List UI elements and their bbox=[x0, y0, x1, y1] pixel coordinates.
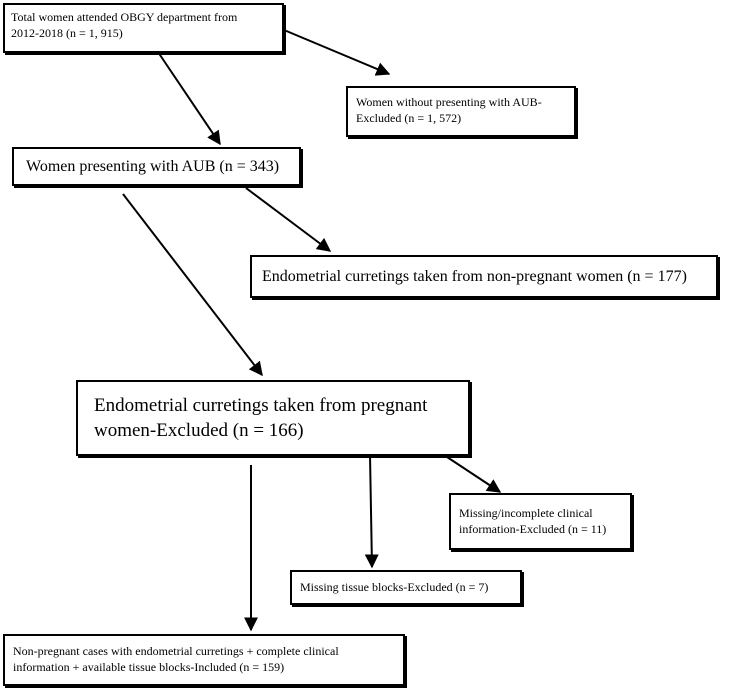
arrow-pregnant-to-missing-blocks bbox=[364, 454, 379, 569]
box-missing-tissue-blocks: Missing tissue blocks-Excluded (n = 7) bbox=[290, 570, 522, 605]
box-pregnant-curretings-excluded: Endometrial curretings taken from pregna… bbox=[76, 380, 470, 456]
arrow-aub-to-pregnant bbox=[122, 193, 263, 377]
box-included-cases: Non-pregnant cases with endometrial curr… bbox=[3, 634, 405, 686]
arrow-total-to-aub bbox=[157, 51, 221, 146]
box-women-without-aub: Women without presenting with AUB- Exclu… bbox=[346, 86, 576, 137]
box-total-women: Total women attended OBGY department fro… bbox=[3, 3, 284, 53]
box-missing-clinical-info: Missing/incomplete clinical information-… bbox=[449, 493, 632, 550]
box-women-with-aub: Women presenting with AUB (n = 343) bbox=[12, 147, 301, 186]
arrow-total-to-no-aub bbox=[283, 29, 391, 76]
arrow-aub-to-non-pregnant bbox=[245, 187, 332, 252]
arrow-pregnant-to-missing-clinical bbox=[443, 454, 502, 493]
box-non-pregnant-curretings: Endometrial curretings taken from non-pr… bbox=[250, 255, 718, 298]
